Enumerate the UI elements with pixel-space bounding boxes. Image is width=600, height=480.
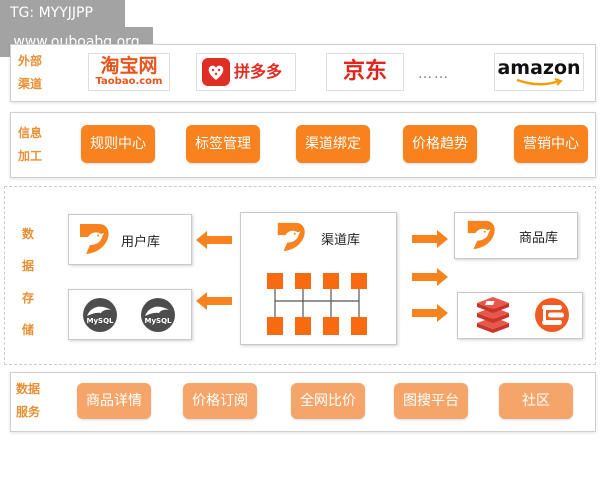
image-search-button[interactable]: 图搜平台 [394, 383, 468, 419]
storage-label-char-2: 据 [21, 259, 34, 273]
marketing-center-button[interactable]: 营销中心 [514, 125, 588, 163]
cache-search-box [457, 292, 583, 339]
redis-icon [477, 297, 509, 333]
svg-text:MySQL: MySQL [87, 317, 115, 325]
pinduoduo-logo: 拼多多 [196, 53, 296, 91]
watermark-top-left: TG: MYYJJPP [0, 0, 125, 27]
bird-logo-icon [277, 222, 305, 252]
rule-center-button[interactable]: 规则中心 [81, 125, 155, 163]
mysql-icon: MySQL [83, 298, 117, 332]
search-engine-icon [535, 298, 569, 332]
bird-logo-icon [80, 224, 109, 254]
services-label-line2: 服务 [16, 405, 41, 419]
taobao-logo: 淘宝网 Taobao.com [88, 53, 170, 91]
product-detail-button[interactable]: 商品详情 [77, 383, 151, 419]
channels-label-line2: 渠道 [18, 77, 43, 91]
price-subscription-button[interactable]: 价格订阅 [183, 383, 257, 419]
jd-logo: 京东 [326, 53, 404, 91]
pinduoduo-icon [202, 58, 230, 86]
tag-management-button[interactable]: 标签管理 [186, 125, 260, 163]
amazon-logo: amazon [494, 53, 584, 91]
user-db-box: 用户库 [68, 214, 192, 265]
mysql-box: MySQL MySQL [68, 289, 192, 340]
network-nodes-icon [267, 273, 367, 335]
more-channels-ellipsis: …… [418, 66, 450, 82]
svg-text:MySQL: MySQL [145, 317, 173, 325]
taobao-logo-cn: 淘宝网 [100, 55, 158, 77]
channel-db-box: 渠道库 [240, 212, 397, 345]
price-comparison-button[interactable]: 全网比价 [291, 383, 365, 419]
storage-label-char-4: 储 [21, 323, 34, 337]
arrow-to-cache-icon [412, 304, 448, 322]
channel-binding-button[interactable]: 渠道绑定 [296, 125, 370, 163]
storage-label-char-3: 存 [21, 291, 34, 305]
community-button[interactable]: 社区 [499, 383, 573, 419]
jd-logo-text: 京东 [342, 59, 387, 84]
services-label-line1: 数据 [16, 382, 41, 396]
product-db-box: 商品库 [454, 212, 578, 259]
amazon-smile-icon [516, 78, 563, 86]
arrow-to-mysql-icon [196, 292, 232, 310]
taobao-logo-en: Taobao.com [95, 76, 163, 87]
user-db-label: 用户库 [121, 235, 161, 250]
channels-label-line1: 外部 [18, 54, 43, 68]
channel-db-label: 渠道库 [321, 233, 361, 248]
arrow-to-product-db-icon [412, 230, 448, 248]
product-db-label: 商品库 [519, 231, 559, 246]
price-trend-button[interactable]: 价格趋势 [403, 125, 477, 163]
processing-label-line1: 信息 [18, 126, 43, 140]
bird-logo-icon [467, 220, 495, 250]
processing-label-line2: 加工 [18, 149, 43, 163]
mysql-icon-2: MySQL [141, 298, 175, 332]
pinduoduo-logo-text: 拼多多 [234, 62, 283, 81]
arrow-to-user-db-icon [196, 231, 232, 249]
storage-label: 数 据 存 储 [20, 222, 36, 342]
amazon-logo-text: amazon [497, 57, 581, 79]
arrow-middle-icon [412, 268, 448, 286]
storage-label-char-1: 数 [21, 227, 34, 241]
